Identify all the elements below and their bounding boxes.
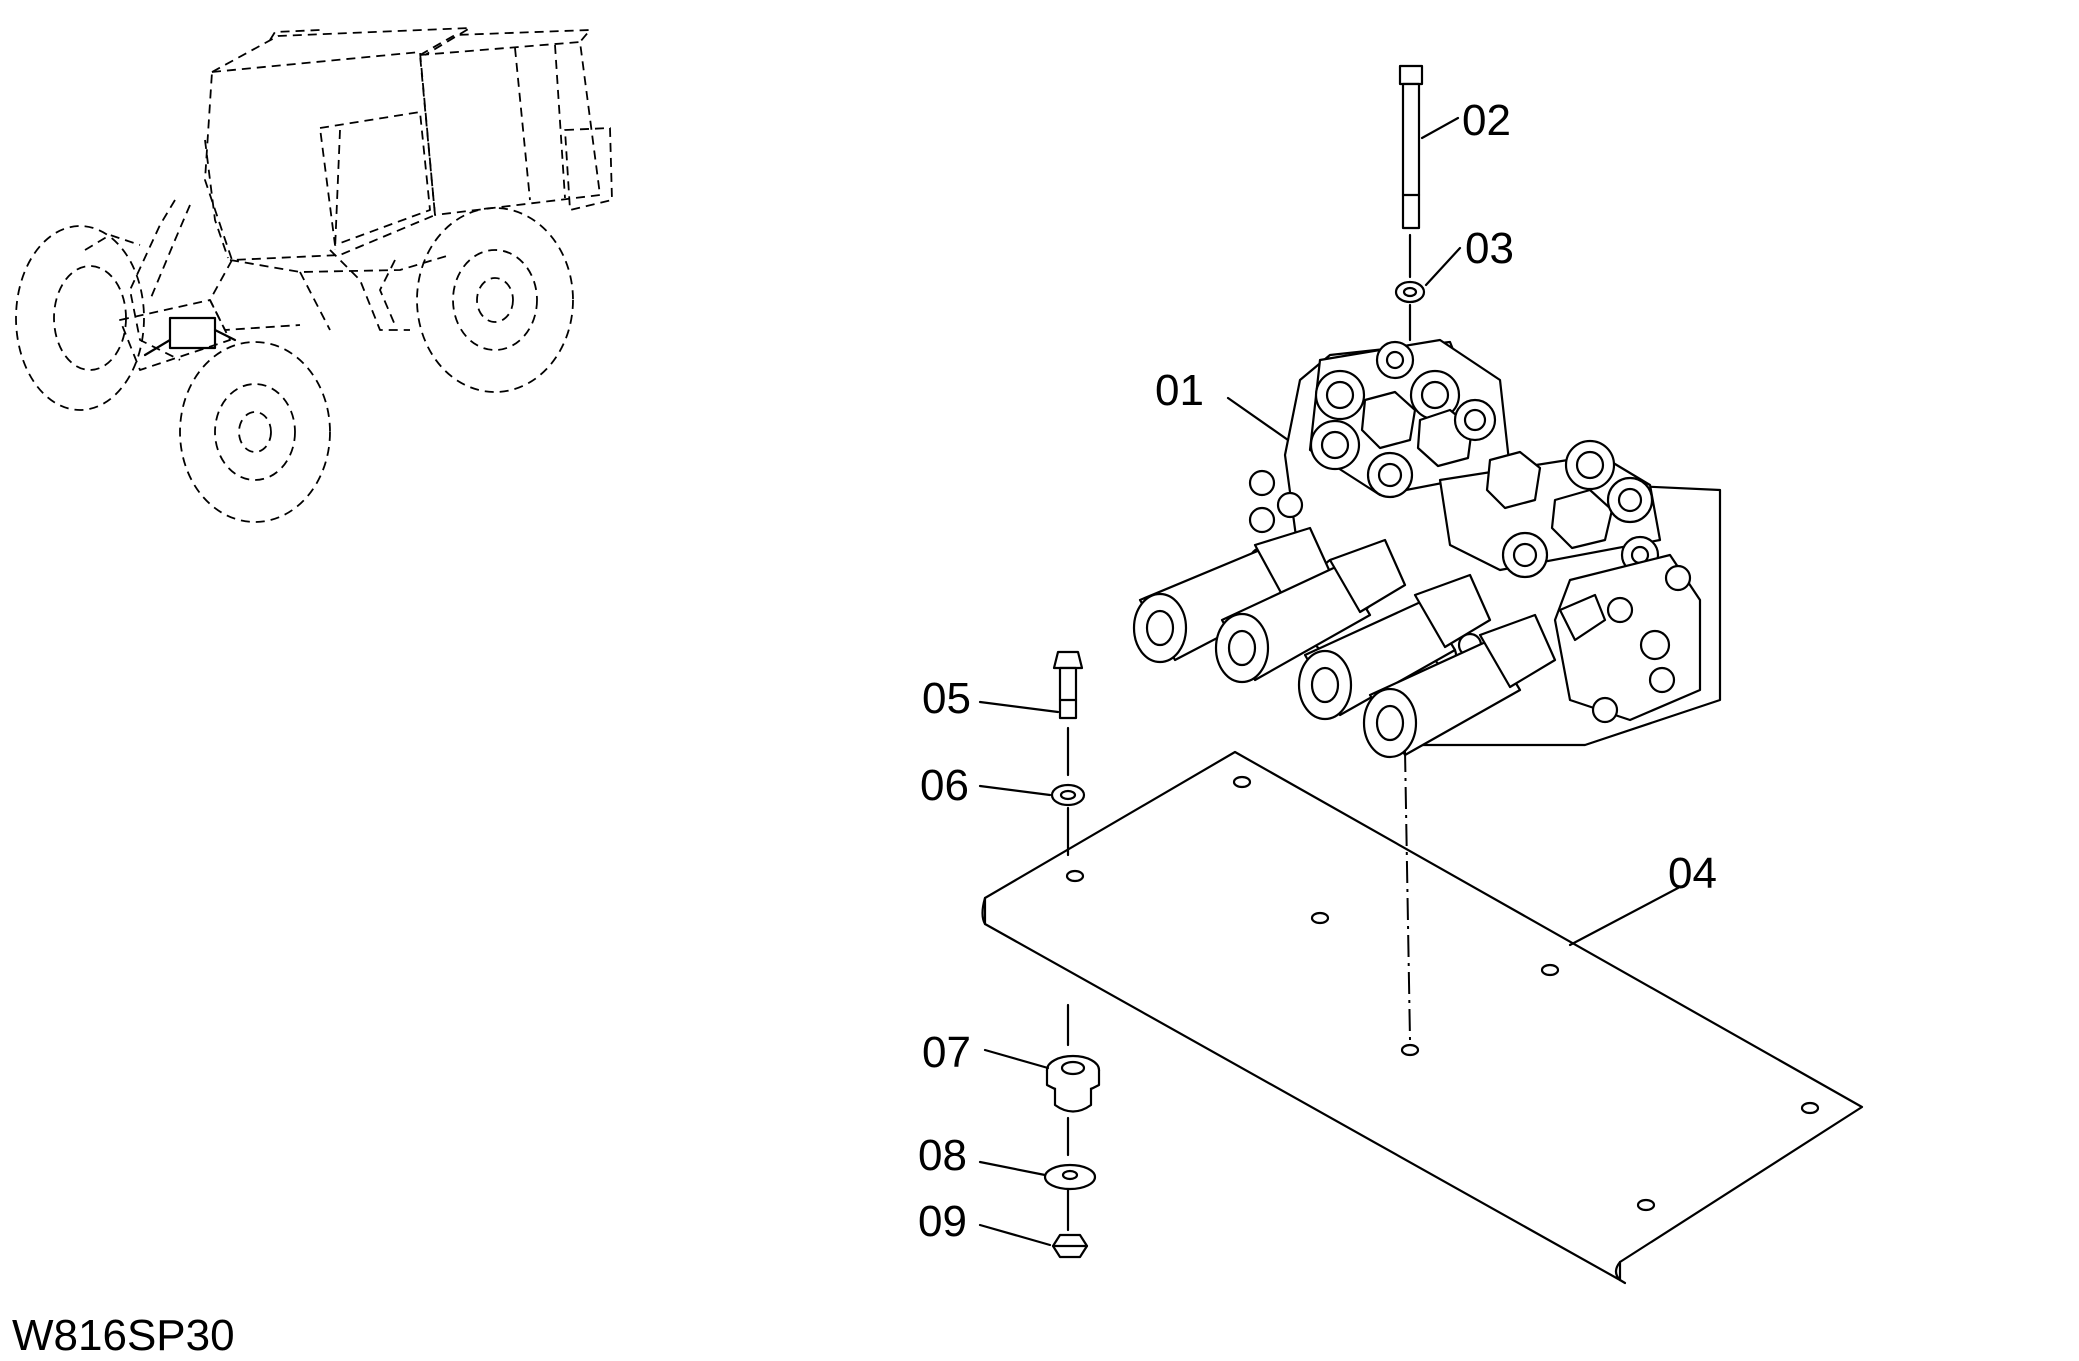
callout-05: 05 bbox=[922, 674, 971, 723]
callout-07: 07 bbox=[922, 1028, 971, 1077]
nut-09 bbox=[1051, 1233, 1089, 1259]
callout-08: 08 bbox=[918, 1131, 967, 1180]
spool-4 bbox=[1362, 613, 1557, 759]
bushing-07 bbox=[1045, 1054, 1101, 1113]
washer-06 bbox=[1050, 783, 1086, 807]
long-bolt-02 bbox=[1398, 64, 1424, 230]
washer-08 bbox=[1043, 1163, 1097, 1191]
callout-02: 02 bbox=[1462, 96, 1511, 145]
callout-01: 01 bbox=[1155, 366, 1204, 415]
spool-2 bbox=[1214, 538, 1407, 684]
valve-location-highlight bbox=[143, 316, 237, 357]
wheel-loader-overview bbox=[15, 27, 613, 523]
mounting-plate-04 bbox=[981, 750, 1864, 1285]
leader-lines bbox=[978, 116, 1680, 1247]
callout-09: 09 bbox=[918, 1197, 967, 1246]
callout-04: 04 bbox=[1668, 849, 1717, 898]
washer-03 bbox=[1394, 280, 1426, 304]
drawing-code: W816SP30 bbox=[12, 1311, 235, 1360]
axis-line-01-04 bbox=[1404, 749, 1411, 1041]
callout-06: 06 bbox=[920, 761, 969, 810]
bolt-05 bbox=[1052, 650, 1084, 720]
control-valve-block bbox=[1132, 338, 1722, 759]
spool-3 bbox=[1297, 573, 1492, 721]
callout-03: 03 bbox=[1465, 224, 1514, 273]
